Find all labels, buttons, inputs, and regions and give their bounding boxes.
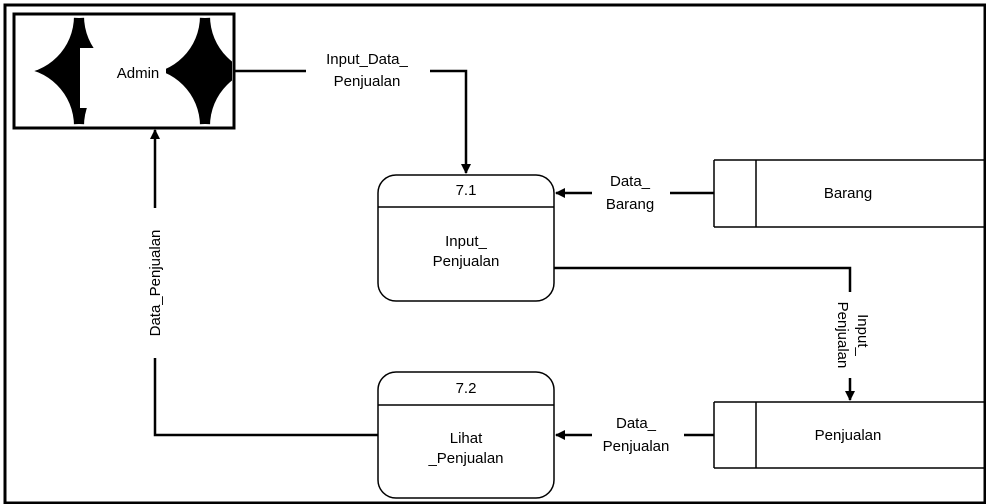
admin-entity: Admin	[12, 12, 236, 130]
flow-label: Penjualan	[334, 73, 401, 90]
process-7-2: 7.2 Lihat _Penjualan	[377, 371, 555, 499]
flow-label: Input_	[854, 314, 871, 356]
flow-label: Penjualan	[834, 302, 851, 369]
flow-data-barang: Data_ Barang	[555, 170, 714, 216]
data-store-name: Barang	[824, 185, 872, 202]
flow-label: Input_Data_	[326, 51, 408, 68]
flow-data-penjualan-admin: Data_Penjualan	[144, 129, 378, 437]
flow-label: Data_	[610, 173, 651, 190]
data-store-penjualan: Penjualan	[713, 401, 985, 469]
process-name-line: Penjualan	[433, 253, 500, 270]
flow-label: Data_	[616, 415, 657, 432]
flow-label: Data_Penjualan	[147, 230, 164, 337]
process-name-line: _Penjualan	[427, 450, 503, 467]
process-number: 7.2	[456, 380, 477, 397]
flow-label: Barang	[606, 196, 654, 213]
process-7-1: 7.1 Input_ Penjualan	[377, 174, 555, 302]
admin-pattern	[16, 16, 232, 126]
process-name-line: Input_	[445, 233, 487, 250]
data-store-name: Penjualan	[815, 427, 882, 444]
process-name-line: Lihat	[450, 430, 483, 447]
admin-label: Admin	[117, 65, 160, 82]
flow-label: Penjualan	[603, 438, 670, 455]
flow-input-penjualan: Input_ Penjualan	[554, 266, 874, 401]
flow-input-data-penjualan: Input_Data_ Penjualan	[234, 48, 471, 174]
process-number: 7.1	[456, 182, 477, 199]
flow-data-penjualan-store: Data_ Penjualan	[555, 412, 714, 458]
